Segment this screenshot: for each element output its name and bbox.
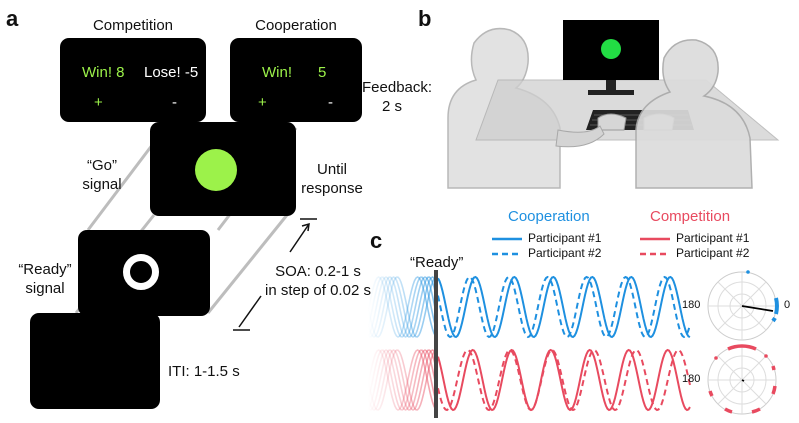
competition-win-text: Win! 8 <box>82 64 125 81</box>
ready-signal-screen <box>78 230 210 316</box>
iti-label: ITI: 1-1.5 s <box>168 363 240 380</box>
left-hand <box>597 113 627 131</box>
monitor-green-dot <box>601 39 621 59</box>
ready-marker-bar <box>434 270 438 418</box>
pre-ready-trace <box>368 276 437 338</box>
participants-setup-illustration <box>447 20 780 189</box>
monitor-base <box>588 90 634 95</box>
competition-plus: + <box>94 94 103 111</box>
legend-cooperation-swatches <box>492 237 522 256</box>
go-label-line1: “Go” <box>87 157 117 174</box>
cooperation-feedback-screen: Win! 5 + - <box>230 38 362 122</box>
competition-mean-vector <box>741 379 745 382</box>
competition-minus: - <box>172 94 177 111</box>
go-label-line2: signal <box>82 176 122 193</box>
competition-title: Competition <box>92 17 174 34</box>
cooperation-win-text: Win! <box>262 64 292 81</box>
competition-lose-text: Lose! -5 <box>144 64 199 81</box>
competition-polar-plot <box>707 344 777 415</box>
coop-polar-180: 180 <box>682 299 701 311</box>
until-label-line1: Until <box>316 161 347 178</box>
cooperation-participant1-trace <box>437 275 691 339</box>
pre-ready-trace <box>368 349 437 411</box>
pre-ready-trace <box>368 276 437 338</box>
legend-competition-title: Competition <box>650 208 731 225</box>
soa-label-line2: in step of 0.02 s <box>265 282 371 299</box>
go-signal-screen <box>150 122 296 216</box>
ready-ring <box>123 254 159 290</box>
pre-ready-trace <box>368 349 437 411</box>
left-participant-arm <box>555 125 605 148</box>
feedback-label: Feedback: <box>362 79 433 96</box>
legend-comp-p2-label: Participant #2 <box>676 246 750 260</box>
ready-label-line1: “Ready” <box>18 261 72 278</box>
pre-ready-trace <box>368 349 437 411</box>
cooperation-mean-vector <box>741 305 774 312</box>
legend-coop-p2-label: Participant #2 <box>528 246 602 260</box>
cooperation-pre-ready-traces <box>368 276 437 338</box>
legend-cooperation-title: Cooperation <box>508 208 590 225</box>
ready-label-line2: signal <box>25 280 65 297</box>
feedback-duration: 2 s <box>381 98 402 115</box>
competition-participant2-trace <box>437 348 691 412</box>
competition-feedback-screen: Win! 8 Lose! -5 + - <box>60 38 206 122</box>
pre-ready-trace <box>368 276 437 338</box>
cooperation-plus: + <box>258 94 267 111</box>
right-participant-silhouette <box>635 39 753 189</box>
legend-coop-p1-label: Participant #1 <box>528 231 602 245</box>
legend-comp-p1-label: Participant #1 <box>676 231 750 245</box>
competition-participant1-trace <box>437 348 691 412</box>
panel-letter-a: a <box>6 6 19 31</box>
cooperation-polar-plot <box>707 270 779 341</box>
cooperation-participant2-trace <box>437 275 691 339</box>
coop-polar-0: 0 <box>784 299 791 311</box>
until-label-line2: response <box>301 180 363 197</box>
cooperation-value-text: 5 <box>318 64 327 81</box>
cooperation-title: Cooperation <box>255 17 337 34</box>
panel-letter-c: c <box>370 228 383 253</box>
monitor-stand <box>606 80 616 90</box>
ready-marker-label: “Ready” <box>410 254 464 271</box>
competition-pre-ready-traces <box>368 349 437 411</box>
oscillation-traces <box>368 270 691 418</box>
cooperation-minus: - <box>328 94 333 111</box>
pre-ready-trace <box>368 349 437 411</box>
soa-label-line1: SOA: 0.2-1 s <box>275 263 361 280</box>
go-green-dot <box>195 149 237 191</box>
legend-competition-swatches <box>640 237 670 256</box>
pre-ready-trace <box>368 276 437 338</box>
iti-screen <box>30 313 160 409</box>
panel-letter-b: b <box>418 6 432 31</box>
pre-ready-trace <box>368 349 437 411</box>
pre-ready-trace <box>368 276 437 338</box>
comp-polar-180: 180 <box>682 373 701 385</box>
